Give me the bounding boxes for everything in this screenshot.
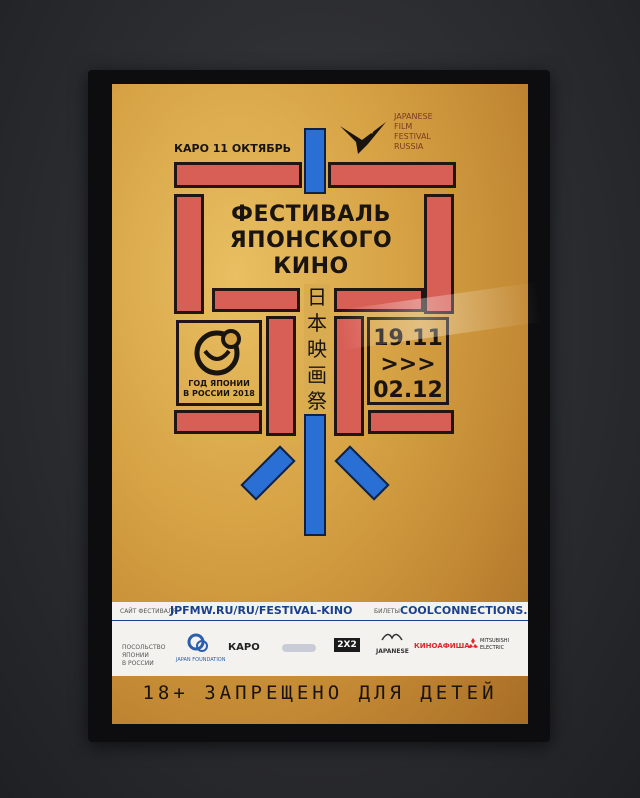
tickets-url: COOLCONNECTIONS.RU (400, 604, 528, 617)
red-bar (266, 316, 296, 436)
red-bar (328, 162, 456, 188)
blue-diagonal-bar (240, 445, 296, 501)
partner-jf: JAPAN FOUNDATION (176, 657, 226, 663)
partner-japanese: JAPANESE (376, 648, 409, 655)
red-bar (174, 194, 204, 314)
title-line: ФЕСТИВАЛЬ (231, 202, 391, 227)
partner-mitsubishi: MITSUBISHI ELECTRIC (480, 638, 509, 652)
jff-line: RUSSIA (394, 142, 424, 151)
festival-poster: КАРО 11 ОКТЯБРЬ JAPANESE FILM FESTIVAL R… (112, 84, 528, 724)
title-line: ЯПОНСКОГО (229, 228, 393, 253)
crane-logo-icon (340, 122, 386, 154)
partner-mitsubishi-line: MITSUBISHI (480, 638, 509, 644)
kanji-char: 日 (307, 285, 327, 309)
site-label: САЙТ ФЕСТИВАЛЯ (120, 608, 177, 615)
partner-embassy: ПОСОЛЬСТВО ЯПОНИИ В РОССИИ (122, 644, 165, 668)
jff-line: FILM (394, 122, 413, 131)
date-start: 19.11 (370, 326, 446, 352)
year-of-japan-line: ГОД ЯПОНИИ (188, 379, 250, 388)
age-notice: 18+ ЗАПРЕЩЕНО ДЛЯ ДЕТЕЙ (142, 682, 498, 704)
partner-logo-gray (282, 644, 316, 652)
venue-label: КАРО 11 ОКТЯБРЬ (174, 142, 292, 155)
kanji-column: 日 本 映 画 祭 (304, 284, 330, 414)
red-bar (368, 410, 454, 434)
partner-embassy-line: ПОСОЛЬСТВО (122, 644, 166, 651)
jff-logo-text: JAPANESE FILM FESTIVAL RUSSIA (394, 112, 433, 152)
site-url: JPFMW.RU/RU/FESTIVAL-KINO (170, 604, 353, 617)
jff-line: JAPANESE (394, 112, 433, 121)
blue-diagonal-bar (334, 445, 390, 501)
red-bar (212, 288, 300, 312)
partner-karo: КАРО (228, 642, 260, 653)
year-of-japan-box: ГОД ЯПОНИИ В РОССИИ 2018 (176, 320, 262, 406)
partner-2x2: 2X2 (334, 638, 360, 652)
year-of-japan-line: В РОССИИ 2018 (183, 389, 255, 398)
jff-line: FESTIVAL (394, 132, 431, 141)
kanji-char: 本 (307, 311, 327, 335)
mitsubishi-logo-icon (468, 638, 478, 648)
red-bar (174, 410, 262, 434)
blue-bar (304, 128, 326, 194)
red-bar (424, 194, 454, 314)
kanji-char: 画 (307, 363, 327, 387)
red-bar (174, 162, 302, 188)
blue-bar (304, 414, 326, 536)
red-bar (334, 288, 424, 312)
site-bar: САЙТ ФЕСТИВАЛЯ JPFMW.RU/RU/FESTIVAL-KINO… (112, 602, 528, 621)
tickets-label: БИЛЕТЫ (374, 608, 400, 615)
japanese-partner-logo-icon (381, 633, 403, 641)
kanji-char: 祭 (307, 389, 327, 413)
partner-mitsubishi-line: ELECTRIC (480, 645, 505, 651)
title-line: КИНО (273, 254, 349, 279)
kanji-char: 映 (307, 337, 327, 361)
year-of-japan-text: ГОД ЯПОНИИ В РОССИИ 2018 (179, 379, 259, 399)
smile-logo-icon (194, 329, 241, 376)
partner-embassy-line: В РОССИИ (122, 660, 154, 667)
date-box: 19.11 >>> 02.12 (367, 317, 449, 405)
partner-strip: САЙТ ФЕСТИВАЛЯ JPFMW.RU/RU/FESTIVAL-KINO… (112, 602, 528, 676)
date-arrow: >>> (380, 352, 436, 377)
date-end: 02.12 (373, 378, 443, 403)
partner-embassy-line: ЯПОНИИ (122, 652, 149, 659)
partner-kinoafisha: КИНОАФИША (414, 642, 470, 650)
red-bar (334, 316, 364, 436)
japan-foundation-logo-icon (187, 633, 208, 652)
